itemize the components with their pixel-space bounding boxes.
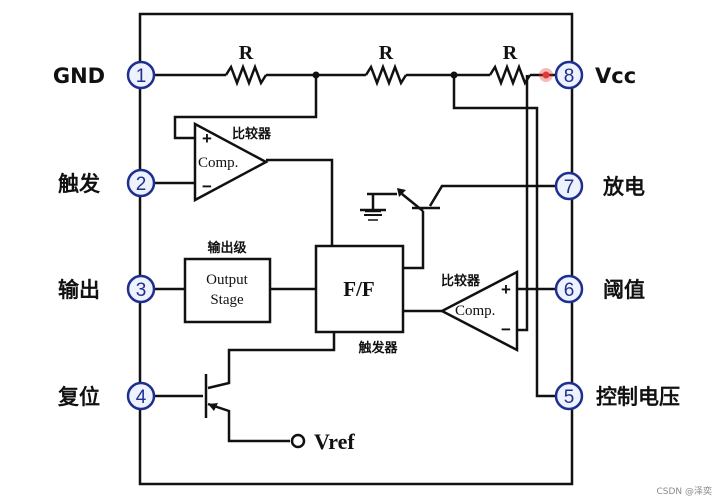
pin-label-control-voltage: 控制电压 xyxy=(596,385,680,409)
pin-label-output: 输出 xyxy=(58,278,100,302)
pin-7: 7 xyxy=(554,171,584,201)
pin-6: 6 xyxy=(554,274,584,304)
vref-label: Vref xyxy=(314,429,355,454)
pin-label-reset: 复位 xyxy=(57,385,100,409)
pin-label-discharge: 放电 xyxy=(602,175,645,199)
comparator-top xyxy=(193,121,269,203)
comparator-top-minus: − xyxy=(202,177,212,196)
pin-4: 4 xyxy=(126,381,156,411)
pin-number: 1 xyxy=(136,66,147,87)
watermark: CSDN @泽奕 xyxy=(656,485,712,497)
output-stage-line1: Output xyxy=(206,272,249,288)
comparator-top-plus: + xyxy=(202,129,212,148)
resistor-label: R xyxy=(379,42,394,64)
ground-icon xyxy=(360,208,386,221)
pin-number: 7 xyxy=(564,177,575,198)
resistor-2 xyxy=(364,63,408,87)
resistor-chain xyxy=(154,63,556,87)
pin-label-trigger: 触发 xyxy=(58,172,101,196)
resistor-3 xyxy=(488,63,532,87)
comparator-bottom-plus: + xyxy=(501,280,511,299)
resistor-label: R xyxy=(503,42,518,64)
discharge-transistor xyxy=(365,184,537,270)
comparator-bottom-minus: − xyxy=(501,320,511,339)
pin-1: 1 xyxy=(126,60,156,90)
flipflop-text: F/F xyxy=(343,277,375,301)
pin-5: 5 xyxy=(554,381,584,411)
flipflop-box xyxy=(314,244,405,334)
pin-label-threshold: 阈值 xyxy=(603,278,645,302)
flipflop-title: 触发器 xyxy=(357,340,398,356)
pin-8: 8 xyxy=(554,60,584,90)
output-stage-line2: Stage xyxy=(210,292,244,308)
pin-number: 8 xyxy=(564,66,575,87)
output-stage-box xyxy=(183,257,272,324)
pin-number: 3 xyxy=(136,280,147,301)
pin-number: 5 xyxy=(564,387,575,408)
comparator-bottom-title: 比较器 xyxy=(441,273,481,289)
comparator-top-text: Comp. xyxy=(198,155,238,171)
wire-comp-top-to-ff xyxy=(266,158,334,246)
comparator-top-title: 比较器 xyxy=(232,126,272,142)
wire-comp-bottom-minus xyxy=(517,75,529,332)
pin-label-vcc: Vcc xyxy=(595,64,636,88)
ic-package-outline xyxy=(138,12,574,486)
wire-control-voltage xyxy=(452,75,556,398)
comparator-bottom xyxy=(439,269,519,353)
pin-number: 2 xyxy=(136,174,147,195)
wire-divider-to-comp-top xyxy=(173,75,318,140)
resistor-1 xyxy=(224,63,268,87)
vref-terminal xyxy=(290,433,306,449)
pin-number: 6 xyxy=(564,280,575,301)
pin-2: 2 xyxy=(126,168,156,198)
pin-label-gnd: GND xyxy=(53,64,105,88)
comparator-bottom-text: Comp. xyxy=(455,303,495,319)
resistor-label: R xyxy=(239,42,254,64)
output-stage-title: 输出级 xyxy=(207,240,247,256)
highlight-dot xyxy=(542,71,550,79)
pin-3: 3 xyxy=(126,274,156,304)
reset-transistor xyxy=(154,332,336,443)
pin-number: 4 xyxy=(136,387,147,408)
